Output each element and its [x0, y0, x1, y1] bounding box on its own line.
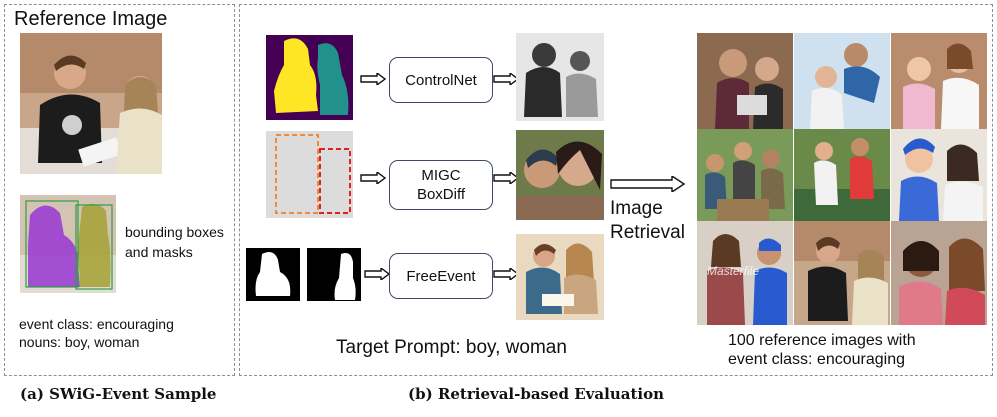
masterfile-watermark: Masterfile [707, 264, 759, 278]
reference-grid-image [891, 33, 987, 129]
reference-grid-image [697, 33, 793, 129]
retrieval-line-1: Image [610, 198, 663, 219]
arrow-icon [493, 73, 519, 85]
arrow-icon [493, 268, 519, 280]
reference-image-title: Reference Image [14, 8, 168, 30]
panel-swig-event-sample [4, 4, 235, 376]
reference-grid-image [891, 221, 987, 325]
image-retrieval-label: Image Retrieval [610, 197, 685, 245]
caption-a: (a) SWiG-Event Sample [20, 385, 217, 403]
annotation-label: bounding boxes and masks [125, 222, 224, 262]
reference-grid-image [794, 221, 890, 325]
reference-grid-image: Masterfile [697, 221, 793, 325]
event-class-text: event class: encouraging [19, 316, 174, 332]
reference-image [20, 33, 162, 174]
annotation-line-1: bounding boxes [125, 224, 224, 240]
retrieval-line-2: Retrieval [610, 222, 685, 243]
bounding-box-map [266, 131, 353, 218]
segmentation-image [20, 195, 116, 293]
migc-boxdiff-box: MIGC BoxDiff [389, 160, 493, 210]
controlnet-box: ControlNet [389, 57, 493, 103]
reference-note-line-2: event class: encouraging [728, 351, 905, 368]
arrow-icon [364, 268, 390, 280]
reference-note: 100 reference images with event class: e… [728, 331, 916, 369]
reference-grid-image [794, 33, 890, 129]
migc-boxdiff-output [516, 130, 604, 220]
annotation-line-2: and masks [125, 244, 193, 260]
freeevent-output [516, 234, 604, 320]
reference-grid-image [891, 129, 987, 221]
target-prompt: Target Prompt: boy, woman [336, 337, 567, 358]
binary-mask-woman [307, 248, 361, 301]
controlnet-output [516, 33, 604, 121]
arrow-icon [360, 172, 386, 184]
arrow-icon [360, 73, 386, 85]
freeevent-box: FreeEvent [389, 253, 493, 299]
reference-note-line-1: 100 reference images with [728, 332, 916, 349]
method-label: FreeEvent [406, 267, 476, 285]
method-label: ControlNet [405, 71, 477, 89]
caption-b: (b) Retrieval-based Evaluation [408, 385, 664, 403]
method-label: MIGC [421, 167, 461, 184]
nouns-text: nouns: boy, woman [19, 334, 140, 350]
method-label: BoxDiff [416, 186, 466, 203]
arrow-icon [493, 172, 519, 184]
panel-retrieval-evaluation [239, 4, 993, 376]
reference-grid-image [794, 129, 890, 221]
reference-grid-image [697, 129, 793, 221]
binary-mask-boy [246, 248, 300, 301]
mask-map [266, 35, 353, 120]
event-info: event class: encouraging nouns: boy, wom… [19, 315, 174, 351]
image-retrieval-arrow [610, 176, 686, 192]
